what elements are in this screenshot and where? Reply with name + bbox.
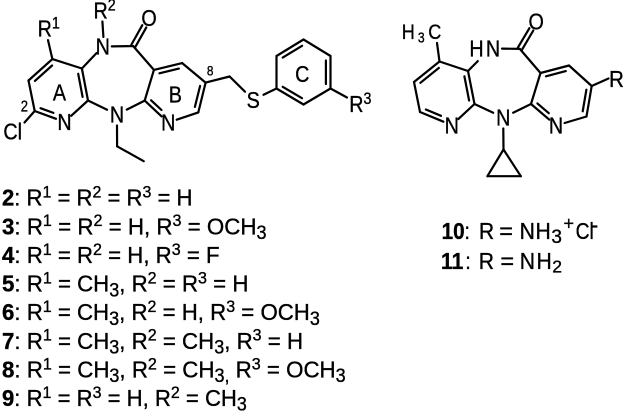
svg-text:N: N bbox=[110, 101, 124, 128]
svg-text:8: 8 bbox=[207, 63, 214, 79]
svg-text:R1: R1 bbox=[38, 14, 60, 42]
svg-text:N: N bbox=[549, 112, 563, 139]
svg-text:A: A bbox=[53, 79, 67, 106]
svg-text:H: H bbox=[536, 218, 551, 244]
svg-text:R: R bbox=[479, 248, 494, 274]
svg-text:C: C bbox=[428, 21, 441, 45]
svg-text:O: O bbox=[529, 8, 544, 35]
svg-text:R3: R3 bbox=[349, 90, 371, 118]
svg-text:N: N bbox=[496, 104, 510, 131]
svg-text:9: R1 = R3 = H, R2 = CH3: 9: R1 = R3 = H, R2 = CH3 bbox=[2, 383, 247, 414]
svg-text:N: N bbox=[57, 108, 71, 135]
svg-text:4: R1 = R2 = H, R3 = F: 4: R1 = R2 = H, R3 = F bbox=[2, 239, 220, 268]
svg-text:N: N bbox=[445, 112, 459, 139]
svg-text:2: 2 bbox=[552, 256, 562, 276]
svg-text:3: 3 bbox=[551, 227, 562, 248]
svg-text:3: R1 = R2 = H, R3 = OCH3: 3: R1 = R2 = H, R3 = OCH3 bbox=[2, 211, 266, 243]
svg-text:+: + bbox=[564, 214, 575, 234]
svg-text:6: R1 = CH3, R2 = H, R3 = OCH3: 6: R1 = CH3, R2 = H, R3 = OCH3 bbox=[2, 297, 320, 329]
svg-text:2: 2 bbox=[21, 99, 28, 116]
svg-text:11: 11 bbox=[441, 248, 463, 274]
svg-text:10: 10 bbox=[442, 218, 465, 245]
svg-text:5: R1 = CH3, R2 = R3 = H: 5: R1 = CH3, R2 = R3 = H bbox=[2, 268, 248, 300]
svg-text:N: N bbox=[161, 109, 175, 136]
svg-text:N: N bbox=[520, 218, 535, 244]
svg-text:H: H bbox=[537, 248, 552, 274]
svg-text:7: R1 = CH3, R2 = CH3, R3 = H: 7: R1 = CH3, R2 = CH3, R3 = H bbox=[2, 325, 303, 357]
svg-text:R2: R2 bbox=[94, 0, 116, 24]
svg-text:8: R1 = CH3, R2 = CH3, R3 = OC: 8: R1 = CH3, R2 = CH3, R3 = OCH3 bbox=[2, 354, 346, 386]
svg-text:H: H bbox=[469, 35, 483, 62]
svg-text:R: R bbox=[609, 66, 624, 93]
svg-text::: : bbox=[465, 247, 471, 274]
svg-text:3: 3 bbox=[418, 30, 425, 46]
svg-text:=: = bbox=[500, 248, 514, 274]
svg-text:Cl: Cl bbox=[3, 118, 22, 145]
svg-text:Cl: Cl bbox=[576, 218, 594, 244]
svg-text:C: C bbox=[295, 61, 309, 88]
svg-text::: : bbox=[464, 217, 470, 244]
svg-text:O: O bbox=[141, 4, 156, 31]
svg-text:=: = bbox=[499, 218, 513, 244]
svg-text:H: H bbox=[402, 21, 415, 45]
svg-text:B: B bbox=[169, 81, 182, 108]
svg-text:N: N bbox=[486, 35, 500, 62]
svg-text:2: R1 = R2 = R3 = H: 2: R1 = R2 = R3 = H bbox=[2, 183, 192, 211]
svg-text:R: R bbox=[479, 218, 494, 244]
svg-text:N: N bbox=[96, 33, 110, 60]
svg-text:N: N bbox=[520, 248, 535, 274]
svg-text:S: S bbox=[247, 86, 260, 113]
